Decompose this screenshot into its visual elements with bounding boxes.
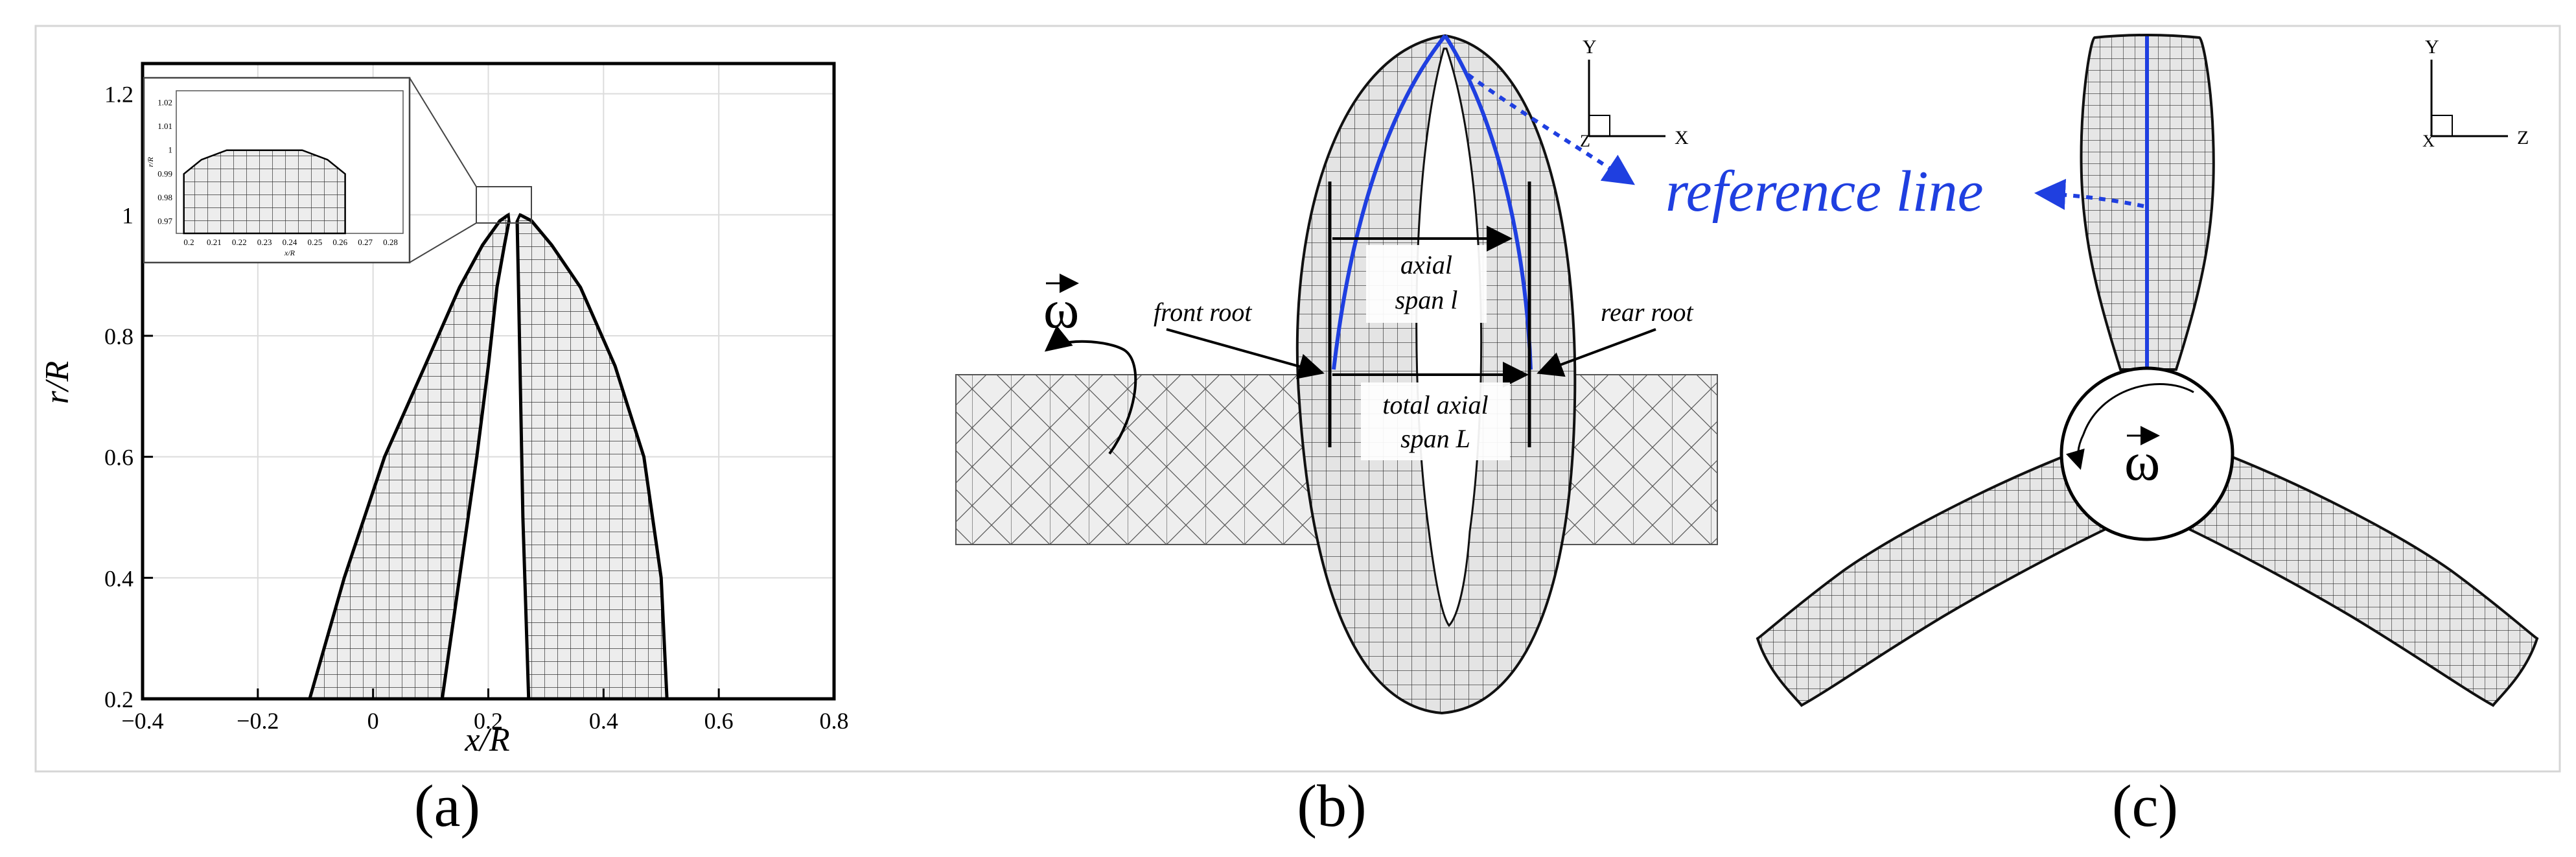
- panel-label-b: (b): [1297, 773, 1367, 839]
- total-span-label: total axial: [1382, 390, 1488, 419]
- inset-x-tick-label: 0.23: [257, 237, 272, 247]
- panel-a-chart: −0.4 −0.2 0 0.2 0.4 0.6 0.8 0.2 0.4 0.6 0.8 1 1.2 x/…: [39, 62, 849, 758]
- x-tick-label: −0.4: [121, 708, 163, 734]
- x-axis-label: x/R: [464, 722, 509, 758]
- inset-connector: [409, 222, 477, 263]
- y-tick-label: 0.4: [104, 565, 133, 591]
- inset-x-tick-label: 0.24: [283, 237, 297, 247]
- axes-triad: Y Z X: [2422, 36, 2529, 150]
- inset-blade-cap: [183, 149, 346, 235]
- y-axis-label: r/R: [39, 361, 76, 404]
- axial-span-label-bg: [1366, 245, 1487, 323]
- axes-triad: Y X Z: [1580, 36, 1689, 150]
- reference-callout-arrow: [2034, 178, 2144, 210]
- inset-plot: 0.2 0.21 0.22 0.23 0.24 0.25 0.26 0.27 0.28 0.97 0…: [146, 90, 404, 257]
- inset-x-tick-label: 0.27: [358, 237, 373, 247]
- inset-x-label: x/R: [284, 248, 296, 257]
- profile-edge-line-0: [308, 213, 510, 699]
- omega-symbol: ω: [2124, 432, 2160, 492]
- blade-lower-right: [2179, 452, 2539, 707]
- inset-y-tick-label: 0.99: [157, 169, 172, 178]
- panel-label-c: (c): [2111, 773, 2179, 839]
- reference-line-rear: [1443, 34, 1533, 370]
- inset-x-tick-label: 0.28: [383, 237, 398, 247]
- figure-frame: [34, 25, 2561, 773]
- reference-callout-arrow: [1467, 73, 1635, 185]
- axis-x-label: X: [2422, 132, 2435, 150]
- inset-y-tick-label: 1: [168, 145, 173, 155]
- inset-x-tick-label: 0.25: [308, 237, 323, 247]
- y-tick-label: 1.2: [104, 82, 133, 108]
- axial-span-label: axial: [1400, 250, 1452, 279]
- rear-root-arrow: [1537, 328, 1656, 377]
- profile-edge-line-3: [519, 213, 669, 699]
- x-tick-label: 0: [367, 708, 379, 734]
- panel-c-front-view: ω Y Z X: [1756, 34, 2539, 707]
- total-span-label: span L: [1400, 424, 1470, 453]
- omega-symbol: ω: [1043, 279, 1079, 340]
- inset-y-tick-label: 1.02: [157, 97, 172, 107]
- x-tick-label: 0.4: [589, 708, 618, 734]
- x-tick-label: 0.6: [704, 708, 734, 734]
- total-span-label-bg: [1361, 382, 1510, 460]
- rotation-arrow: [2065, 434, 2085, 470]
- zoom-inset: 0.2 0.21 0.22 0.23 0.24 0.25 0.26 0.27 0.28 0.97 0…: [143, 76, 532, 264]
- x-tick-label: −0.2: [237, 708, 279, 734]
- x-tick-label: 0.2: [474, 708, 503, 734]
- inset-y-label: r/R: [146, 157, 155, 167]
- axis-ticks: −0.4 −0.2 0 0.2 0.4 0.6 0.8 0.2 0.4 0.6 0.8 1 1.2: [104, 82, 849, 734]
- y-tick-label: 0.2: [104, 687, 133, 712]
- inset-x-tick-label: 0.22: [232, 237, 247, 247]
- axis-z-label: Z: [1580, 132, 1590, 150]
- inset-connector: [409, 77, 477, 187]
- inset-y-tick-label: 0.98: [157, 193, 172, 202]
- blade-profiles: [308, 212, 669, 700]
- rotation-arrow: [1044, 325, 1137, 455]
- inset-y-tick-label: 0.97: [157, 217, 172, 226]
- axis-x-label: X: [1675, 127, 1689, 148]
- reference-line-front: [1332, 34, 1447, 370]
- x-tick-label: 0.8: [820, 708, 849, 734]
- reference-line-label: reference line: [1665, 159, 1984, 224]
- inset-y-tick-label: 1.01: [157, 121, 172, 131]
- y-tick-label: 0.8: [104, 323, 133, 349]
- inset-x-tick-label: 0.21: [207, 237, 222, 247]
- inset-x-tick-label: 0.2: [183, 237, 194, 247]
- rear-root-label: rear root: [1601, 298, 1693, 327]
- axis-y-label: Y: [1583, 36, 1597, 58]
- rotation-arc: [2082, 383, 2194, 435]
- axis-y-label: Y: [2425, 36, 2439, 58]
- y-tick-label: 0.6: [104, 445, 133, 471]
- front-root-arrow: [1166, 328, 1325, 379]
- y-tick-label: 1: [122, 202, 133, 228]
- panel-label-a: (a): [413, 773, 481, 839]
- profile-edge-line-2: [515, 220, 531, 699]
- zoom-region: [476, 186, 532, 224]
- hub-disk: [2060, 366, 2234, 541]
- blade-lower-left: [1756, 452, 2116, 707]
- panel-b-side-view: axial span l total axial span L front ro…: [955, 34, 1984, 715]
- front-root-label: front root: [1154, 298, 1252, 327]
- inset-x-tick-label: 0.26: [332, 237, 347, 247]
- profile-edge-line-1: [440, 220, 511, 699]
- axial-span-label: span l: [1395, 285, 1458, 314]
- axis-z-label: Z: [2517, 127, 2529, 148]
